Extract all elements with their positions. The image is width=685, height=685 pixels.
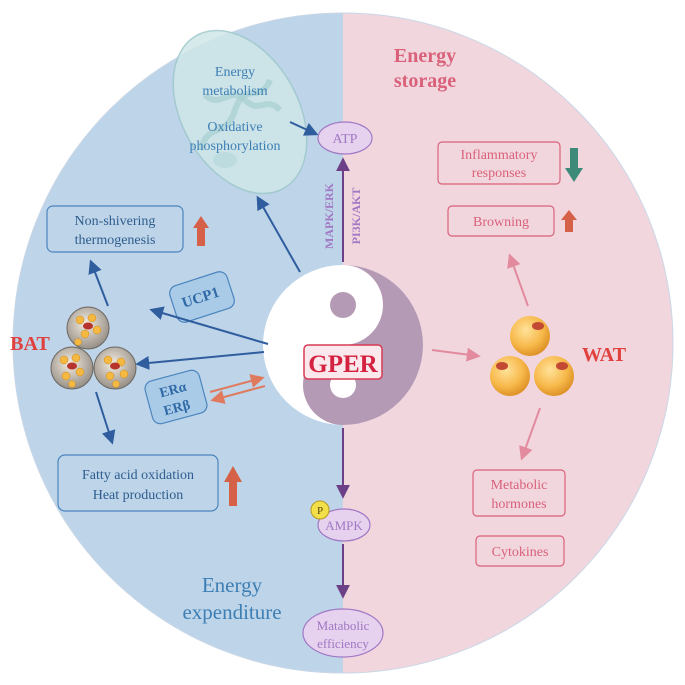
inflammatory-text-2: responses: [472, 166, 526, 181]
bat-label: BAT: [10, 333, 50, 355]
mito-text-4: phosphorylation: [190, 139, 281, 154]
thermogenesis-box: [46, 205, 184, 253]
expenditure-title-1: Energy: [202, 573, 263, 597]
efficiency-text-1: Matabolic: [317, 618, 370, 633]
gper-to-wat-arrow: [431, 347, 481, 362]
atp-node: [317, 121, 373, 155]
gper-box: [303, 344, 383, 380]
browning-box: [447, 205, 555, 237]
cytokines-text: Cytokines: [492, 545, 549, 560]
er-reverse-arrow: [210, 385, 266, 404]
hormones-text-2: hormones: [491, 497, 546, 512]
inflammatory-text-1: Inflammatory: [461, 148, 538, 163]
phospho-label: P: [317, 505, 323, 517]
er-beta-label: ERβ: [162, 398, 192, 419]
mito-to-atp-arrow: [289, 121, 319, 136]
gper-to-ucp1-arrow: [149, 306, 269, 345]
gper-to-mito-arrow: [256, 195, 301, 273]
expenditure-title-2: expenditure: [182, 600, 281, 624]
gper-label: GPER: [308, 351, 378, 378]
outer-circle: [12, 12, 674, 674]
cytokines-box: [475, 535, 565, 567]
thermogenesis-up-arrow-icon: [193, 216, 209, 246]
atp-label: ATP: [333, 132, 358, 147]
bat-to-thermo-arrow: [88, 259, 109, 307]
hormones-text-1: Metabolic: [491, 478, 548, 493]
mito-text-3: Oxidative: [207, 120, 262, 135]
er-alpha-label: ERα: [158, 380, 188, 402]
browning-up-arrow-icon: [561, 210, 577, 232]
er-box: [144, 369, 208, 425]
inflammatory-box: [437, 141, 561, 185]
efficiency-text-2: efficiency: [317, 636, 369, 651]
hormones-box: [472, 469, 566, 517]
mito-text-2: metabolism: [202, 84, 267, 99]
mitochondria-icon: [172, 29, 308, 195]
bat-cells-icon: [50, 306, 137, 390]
fatty-acid-text-2: Heat production: [93, 488, 184, 503]
pi3k-label: PI3K/AKT: [349, 188, 363, 245]
phospho-node: [310, 500, 330, 520]
inflammatory-down-arrow-icon: [565, 148, 583, 182]
fatty-acid-box: [57, 454, 219, 512]
mito-text-1: Energy: [215, 65, 255, 80]
wat-label: WAT: [582, 344, 627, 366]
wat-cells-icon: [490, 316, 574, 396]
storage-title-1: Energy: [394, 45, 456, 67]
fatty-acid-text-1: Fatty acid oxidation: [82, 468, 194, 483]
thermogenesis-text-1: Non-shivering: [75, 214, 156, 229]
ampk-node: [317, 508, 371, 542]
fatty-acid-up-arrow-icon: [224, 466, 242, 506]
wat-to-browning-arrow: [507, 253, 529, 307]
mapk-label: MAPK/ERK: [322, 182, 336, 249]
efficiency-node: [302, 608, 384, 658]
wat-to-hormones-arrow: [519, 407, 541, 461]
thermogenesis-text-2: thermogenesis: [75, 233, 156, 248]
ampk-label: AMPK: [325, 518, 363, 533]
bat-to-fatty-arrow: [95, 391, 116, 445]
er-forward-arrow: [209, 374, 265, 393]
gper-to-bat-arrow: [135, 351, 265, 370]
browning-text: Browning: [473, 215, 529, 230]
ucp1-box: [169, 271, 235, 323]
storage-title-2: storage: [394, 70, 456, 92]
